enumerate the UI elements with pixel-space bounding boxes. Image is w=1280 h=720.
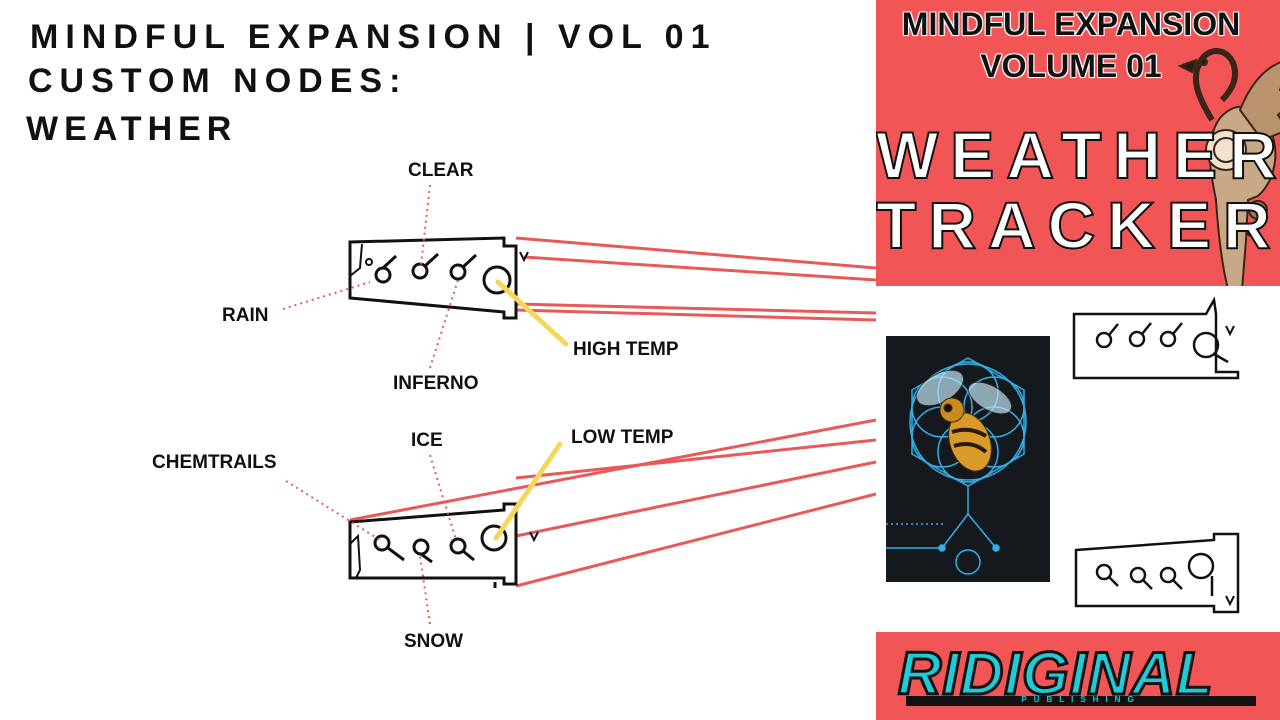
connector-line [523, 255, 877, 282]
preview-socket [1129, 566, 1147, 584]
preview-socket [1159, 566, 1177, 584]
label-low-temp: LOW TEMP [571, 427, 674, 448]
connector-line [515, 236, 877, 270]
preview-socket [1128, 330, 1146, 348]
preview-wire [1108, 323, 1119, 336]
pointer-snow [419, 555, 431, 625]
node-body [348, 502, 518, 586]
weather-low-node [348, 502, 539, 588]
header-line-3: WEATHER [26, 110, 238, 148]
bee-geometry-icon [886, 357, 1027, 575]
node-socket [412, 538, 430, 556]
node-socket-wire [423, 252, 440, 268]
node-socket-wire [461, 253, 478, 269]
preview-output [1187, 552, 1215, 580]
connector-line [515, 492, 877, 588]
pointer-rain [282, 281, 371, 310]
label-ice: ICE [411, 430, 443, 451]
cover-title-line-1: WEATHER [876, 118, 1280, 192]
node-arrow [519, 251, 529, 263]
preview-wire [1213, 352, 1229, 364]
highlight-low-temp [493, 441, 563, 541]
pointer-lines [282, 184, 459, 625]
preview-arrow [1225, 595, 1235, 607]
preview-body [1072, 296, 1240, 380]
pointer-inferno [429, 279, 459, 369]
brand-sub: PUBLISHING [1021, 695, 1141, 704]
cover-subtitle-line-1: MINDFUL EXPANSION [901, 6, 1241, 42]
bee-geometry-panel [886, 336, 1050, 582]
connector-line [349, 418, 877, 522]
node-socket-wire [462, 549, 475, 562]
label-snow: SNOW [404, 631, 464, 652]
node-socket [449, 263, 467, 281]
node-inner-edge [349, 533, 362, 579]
preview-wire [1172, 579, 1183, 590]
temp-highlights [493, 279, 569, 541]
preview-socket [1159, 330, 1177, 348]
connector-line [515, 308, 877, 322]
label-rain: RAIN [222, 305, 269, 326]
node-socket-wire [420, 552, 433, 564]
node-body [348, 236, 518, 320]
node-output-socket [482, 265, 512, 295]
brand-bar: PUBLISHING [906, 695, 1256, 706]
preview-wire [1142, 579, 1153, 590]
preview-output [1192, 331, 1220, 359]
weather-high-node [348, 236, 529, 320]
highlight-high-temp [495, 279, 569, 347]
connector-line [515, 460, 877, 538]
pointer-chemtrails [285, 480, 381, 541]
cover-subtitle-line-2: VOLUME 01 [980, 48, 1162, 84]
preview-wire [1172, 322, 1183, 335]
node-output-socket [480, 524, 508, 552]
preview-wire [1141, 322, 1152, 335]
preview-socket [1095, 563, 1113, 581]
label-clear: CLEAR [408, 160, 474, 181]
preview-arrow [1225, 325, 1235, 337]
node-socket [373, 534, 391, 552]
connector-line [515, 438, 877, 480]
brand-panel: RIDIGINAL PUBLISHING [876, 632, 1280, 720]
preview-node-high [1072, 296, 1240, 380]
preview-node-low [1074, 532, 1240, 614]
bird-illustration-icon [1177, 48, 1280, 286]
cover-panel: MINDFUL EXPANSION VOLUME 01 WEATHER TRAC… [876, 0, 1280, 286]
preview-wire [1108, 576, 1119, 587]
node-dot [365, 258, 373, 266]
node-socket [449, 537, 467, 555]
connector-line [515, 302, 877, 315]
node-socket-wire [381, 254, 398, 270]
label-chemtrails: CHEMTRAILS [152, 452, 277, 473]
brand-logo: RIDIGINAL [897, 640, 1215, 707]
pointer-clear [420, 184, 431, 266]
node-socket-wire [387, 546, 405, 562]
header-line-2: CUSTOM NODES: [28, 62, 408, 100]
pointer-ice [429, 454, 457, 541]
cover-title-line-2: TRACKER [876, 188, 1280, 262]
connector-lines [349, 236, 877, 588]
node-inner-edge [349, 243, 363, 277]
header-line-1: MINDFUL EXPANSION | VOL 01 [30, 18, 717, 56]
preview-body [1074, 532, 1240, 614]
node-socket [411, 262, 429, 280]
label-high-temp: HIGH TEMP [573, 339, 679, 360]
label-inferno: INFERNO [393, 373, 479, 394]
node-socket [374, 266, 392, 284]
preview-socket [1095, 331, 1113, 349]
node-arrow [529, 531, 539, 543]
